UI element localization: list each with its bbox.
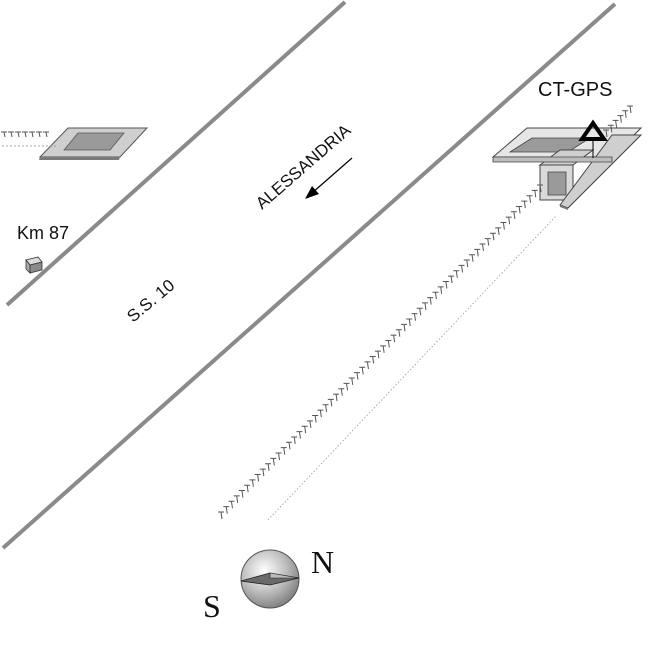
- embankment-tick: [249, 479, 256, 487]
- embankment-tick: [537, 184, 543, 193]
- embankment-tick: [254, 473, 261, 482]
- embankment-tick: [510, 211, 517, 219]
- embankment-tick: [270, 457, 277, 466]
- embankment-tick: [223, 506, 230, 514]
- road-edge-upper: [5, 0, 347, 307]
- embankment-tick: [291, 436, 298, 445]
- embankment-tick: [390, 334, 397, 343]
- embankment-tick: [411, 313, 418, 321]
- embankment-dotted-edge: [267, 215, 557, 521]
- embankment-tick: [401, 323, 408, 332]
- embankment-tick: [526, 195, 533, 203]
- direction-arrow-icon: [305, 157, 353, 199]
- embankment-tick: [22, 131, 28, 138]
- embankment-tick: [427, 297, 434, 305]
- embankment-tick: [317, 409, 324, 418]
- embankment-tick: [612, 119, 619, 128]
- embankment-tick: [406, 318, 413, 327]
- embankment-tick: [29, 131, 35, 138]
- embankment-tick: [322, 404, 329, 412]
- embankment-tick: [395, 329, 402, 337]
- embankment-tick: [469, 254, 476, 262]
- embankment-tick: [479, 243, 486, 252]
- embankment-tick: [495, 227, 502, 235]
- embankment-tick: [259, 468, 266, 477]
- embankment-tick: [1, 131, 7, 138]
- embankment-tick: [432, 291, 439, 300]
- embankment-tick: [233, 495, 240, 503]
- embankment-tick: [306, 420, 313, 428]
- embankment-tick: [516, 205, 523, 214]
- embankment-tick: [265, 463, 272, 471]
- embankment-tick: [627, 105, 633, 114]
- embankment-tick: [348, 377, 355, 386]
- embankment-tick: [474, 248, 481, 257]
- embankment-tick: [458, 264, 465, 273]
- embankment-tick: [218, 511, 224, 520]
- embankment-tick: [280, 447, 287, 455]
- station-structure: [491, 127, 643, 210]
- embankment-tick: [359, 366, 366, 375]
- embankment-tick: [275, 452, 282, 461]
- embankment-tick: [421, 302, 428, 311]
- building-left: [38, 127, 149, 160]
- embankment-tick: [15, 131, 21, 138]
- embankment-ticks-main: [218, 184, 543, 520]
- embankment-tick: [463, 259, 470, 268]
- embankment-tick: [301, 425, 308, 434]
- embankment-ticks-left: [1, 131, 49, 138]
- embankment-tick: [531, 189, 538, 198]
- road-direction-label: ALESSANDRIA: [252, 120, 355, 213]
- embankment-tick: [364, 361, 371, 369]
- embankment-tick: [333, 393, 340, 402]
- embankment-tick: [327, 398, 334, 407]
- embankment-tick: [617, 115, 624, 123]
- compass-south-label: S: [203, 588, 221, 624]
- embankment-tick: [343, 382, 350, 391]
- embankment-tick: [607, 124, 614, 133]
- compass-north-label: N: [311, 544, 334, 580]
- embankment-tick: [312, 415, 319, 423]
- embankment-ticks-top: [603, 105, 633, 138]
- embankment-tick: [489, 232, 496, 241]
- km-marker-label: Km 87: [17, 223, 69, 243]
- embankment-tick: [622, 110, 629, 118]
- embankment-tick: [442, 280, 449, 289]
- embankment-tick: [453, 270, 460, 278]
- compass-icon: [240, 549, 300, 609]
- embankment-tick: [228, 500, 235, 509]
- gps-station-triangle-icon: [578, 119, 608, 158]
- embankment-tick: [380, 345, 387, 353]
- embankment-tick: [238, 490, 245, 498]
- embankment-tick: [484, 238, 491, 246]
- embankment-tick: [448, 275, 455, 284]
- embankment-tick: [521, 200, 528, 209]
- embankment-tick: [338, 388, 345, 396]
- embankment-tick: [296, 431, 303, 439]
- road-edge-lower: [1, 2, 617, 550]
- embankment-tick: [416, 307, 423, 316]
- embankment-tick: [244, 484, 251, 493]
- road-name-label: S.S. 10: [123, 276, 178, 326]
- embankment-tick: [36, 131, 42, 138]
- km-marker-box-icon: [25, 256, 43, 274]
- embankment-tick: [505, 216, 512, 225]
- embankment-tick: [43, 131, 49, 138]
- embankment-tick: [285, 441, 292, 450]
- embankment-tick: [385, 339, 392, 348]
- embankment-tick: [437, 286, 444, 294]
- embankment-tick: [369, 356, 376, 364]
- embankment-tick: [353, 372, 360, 380]
- station-label: CT-GPS: [538, 79, 612, 101]
- embankment-tick: [8, 131, 14, 138]
- embankment-tick: [374, 350, 381, 359]
- embankment-tick: [603, 129, 609, 138]
- embankment-tick: [500, 222, 507, 230]
